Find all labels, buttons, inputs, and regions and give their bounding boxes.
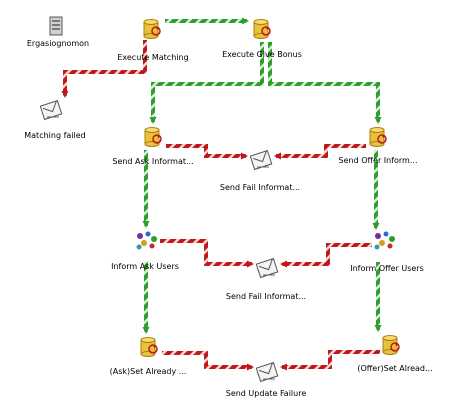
node-label-execute-matching: Execute Matching [117, 53, 189, 62]
node-label-send-fail-inform-1: Send Fail Informat... [219, 183, 301, 192]
database-task-icon[interactable] [380, 334, 402, 360]
database-task-icon[interactable] [138, 336, 160, 362]
node-label-ergasiognomon: Ergasiognomon [26, 39, 90, 48]
connector-send-ask-inform-to-send-fail-inform-1[interactable] [166, 144, 248, 160]
mail-task-icon[interactable] [249, 149, 274, 176]
connector-execute-give-bonus-to-send-ask-inform[interactable] [149, 42, 264, 124]
server-icon[interactable] [48, 16, 64, 40]
node-label-send-fail-inform-2: Send Fail Informat... [225, 292, 307, 301]
node-label-send-ask-inform: Send Ask Informat... [112, 157, 194, 166]
node-label-execute-give-bonus: Execute Give Bonus [222, 50, 302, 59]
mail-task-icon[interactable] [255, 361, 280, 388]
script-task-icon[interactable] [134, 230, 160, 256]
node-label-send-offer-inform: Send Offer Inform... [338, 156, 418, 165]
database-task-icon[interactable] [141, 18, 163, 44]
node-label-send-update-failure: Send Update Failure [225, 389, 307, 398]
mail-task-icon[interactable] [255, 257, 280, 284]
node-label-ask-set-already: (Ask)Set Already ... [109, 367, 187, 376]
node-label-inform-offer-users: Inform Offer Users [350, 264, 424, 273]
script-task-icon[interactable] [372, 230, 398, 256]
connector-ask-set-already-to-send-update-failure[interactable] [162, 351, 254, 371]
node-label-offer-set-already: (Offer)Set Alread... [357, 364, 433, 373]
database-task-icon[interactable] [367, 126, 389, 152]
node-label-matching-failed: Matching failed [24, 131, 86, 140]
connector-offer-set-already-to-send-update-failure[interactable] [280, 350, 380, 371]
mail-task-icon[interactable] [39, 99, 64, 126]
connector-inform-offer-users-to-send-fail-inform-2[interactable] [280, 243, 372, 268]
node-label-inform-ask-users: Inform Ask Users [111, 262, 179, 271]
connector-inform-ask-users-to-send-fail-inform-2[interactable] [160, 239, 254, 268]
connector-execute-matching-to-matching-failed[interactable] [61, 40, 147, 98]
database-task-icon[interactable] [251, 18, 273, 44]
database-task-icon[interactable] [142, 126, 164, 152]
connector-send-offer-inform-to-send-fail-inform-1[interactable] [274, 144, 366, 160]
connector-execute-give-bonus-to-send-offer-inform[interactable] [268, 42, 382, 124]
